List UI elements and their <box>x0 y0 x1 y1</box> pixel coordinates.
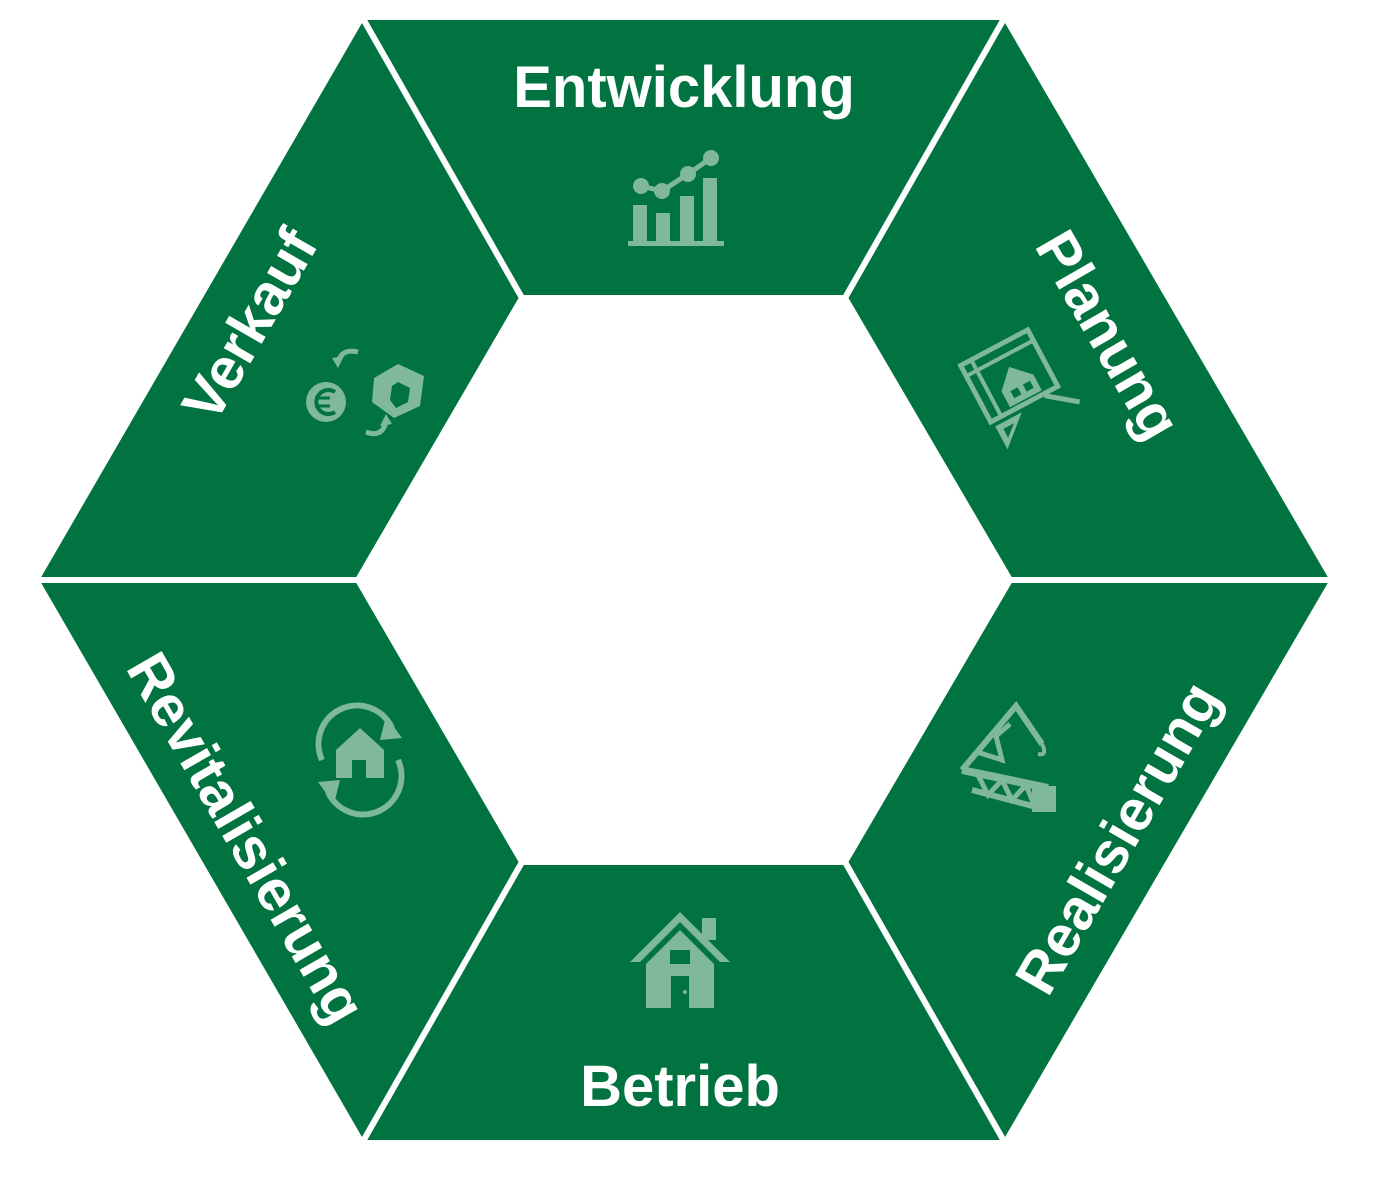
crane-icon <box>959 701 1056 812</box>
label-betrieb: Betrieb <box>580 1054 780 1119</box>
segment-verkauf <box>30 10 526 583</box>
label-entwicklung: Entwicklung <box>513 55 855 120</box>
blueprint-icon <box>957 326 1081 450</box>
house-refresh-icon <box>315 702 405 818</box>
house-icon <box>630 912 730 1008</box>
euro-house-exchange-icon <box>306 348 424 437</box>
growth-chart-icon <box>628 150 724 246</box>
